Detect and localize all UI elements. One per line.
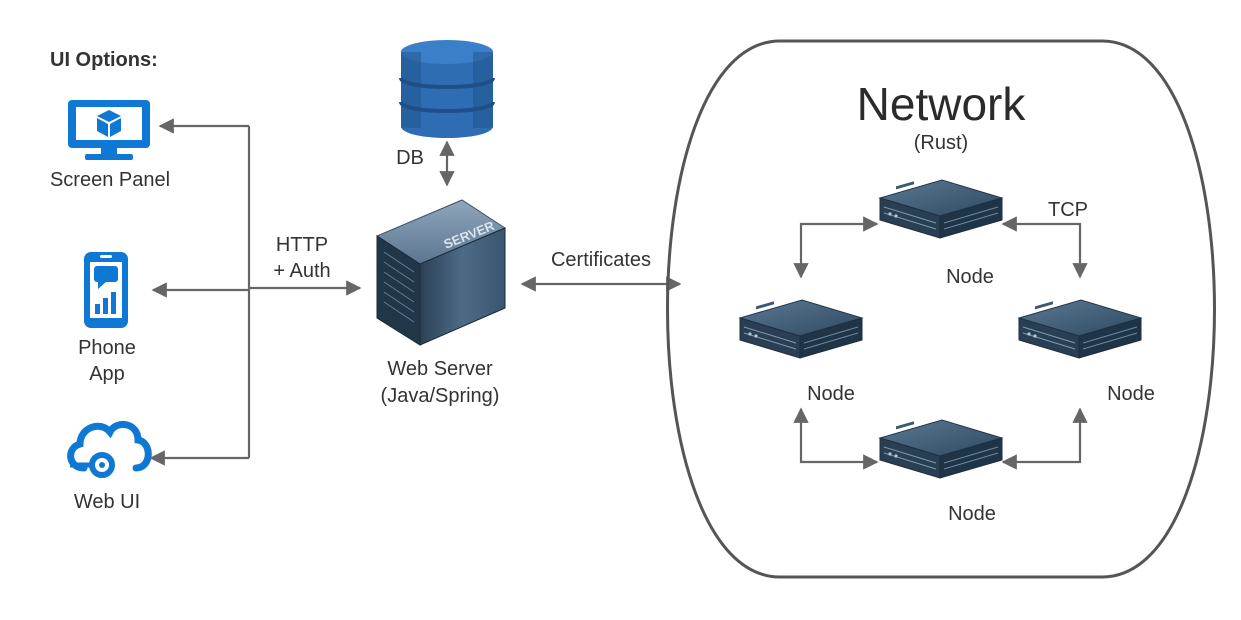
- ui-connectors: [149, 118, 362, 466]
- db-label: DB: [396, 147, 424, 169]
- node-left-icon: [739, 299, 863, 359]
- tcp-label: TCP: [1048, 199, 1088, 221]
- phone-app-label-line1: Phone: [78, 337, 136, 359]
- node-right-label: Node: [1107, 383, 1155, 405]
- network-subtitle: (Rust): [914, 132, 968, 154]
- phone-icon: [84, 252, 128, 328]
- node-bottom-label: Node: [948, 503, 996, 525]
- http-label-line2: + Auth: [273, 260, 330, 282]
- web-server-icon: SERVER: [375, 199, 507, 346]
- web-ui-label: Web UI: [74, 491, 140, 513]
- node-right-icon: [1018, 299, 1142, 359]
- web-server-label-line1: Web Server: [387, 358, 493, 380]
- monitor-icon: [68, 100, 150, 160]
- node-top-icon: [879, 179, 1003, 239]
- web-server-label-line2: (Java/Spring): [381, 385, 500, 407]
- cloud-web-icon: [67, 421, 152, 478]
- database-icon: [399, 40, 495, 138]
- network-title: Network: [857, 78, 1027, 130]
- node-top-label: Node: [946, 266, 994, 288]
- phone-app-label-line2: App: [89, 363, 125, 385]
- screen-panel-label: Screen Panel: [50, 169, 170, 191]
- node-connectors: [793, 216, 1088, 470]
- network-boundary: [666, 39, 1216, 579]
- node-left-label: Node: [807, 383, 855, 405]
- http-label-line1: HTTP: [276, 234, 328, 256]
- ui-options-heading: UI Options:: [50, 49, 158, 71]
- certificates-label: Certificates: [551, 249, 651, 271]
- node-bottom-icon: [879, 419, 1003, 479]
